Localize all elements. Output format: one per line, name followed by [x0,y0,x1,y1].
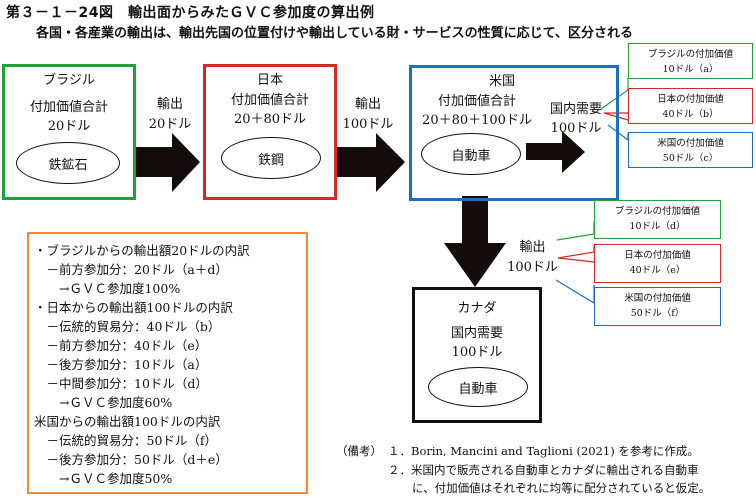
footer-note-2: ２．米国内で販売される自動車とカナダに輸出される自動車 [388,463,699,477]
callout-title: 日本の付加価値 [657,94,724,105]
brazil-product: 鉄鉱石 [16,142,120,184]
callout-title: 米国の付加価値 [657,138,724,149]
footer-note-2-cont: に、付加価値はそれぞれに均等に配分されていると仮定。 [412,481,711,495]
note-line: －前方参加分：20ドル（a＋d） [34,262,228,277]
canada-product: 自動車 [428,367,528,407]
callout-title: ブラジルの付加価値 [647,49,734,60]
callout-japan-va-b: 日本の付加価値 40ドル（b） [628,88,753,124]
canada-value: 100ドル [451,345,503,360]
callout-value: 40ドル（e） [629,265,686,276]
callout-pointer-us-export [555,279,595,305]
breakdown-notes: ・ブラジルからの輸出額20ドルの内訳 －前方参加分：20ドル（a＋d） →ＧＶＣ… [27,232,308,494]
callout-pointer-japan-export [557,245,595,263]
us-product: 自動車 [421,133,521,175]
callout-pointer-brazil-export [556,222,595,241]
callout-value: 50ドル（c） [662,153,719,164]
arrow-brazil-to-japan [122,133,200,192]
note-line: 米国からの輸出額100ドルの内訳 [34,414,221,429]
japan-va-value: 20＋80ドル [233,112,307,127]
arrow-us-domestic [526,131,585,173]
note-line: →ＧＶＣ参加度100% [34,281,181,296]
callout-value: 50ドル（f） [630,308,685,319]
note-line: →ＧＶＣ参加度50% [34,471,173,486]
callout-value: 10ドル（a） [662,64,719,75]
brazil-name: ブラジル [43,73,95,88]
callout-title: 日本の付加価値 [624,250,691,261]
arrow-japan-us-value: 100ドル [342,117,394,132]
callout-value: 40ドル（b） [662,109,719,120]
figure-title: 第３－１－24図 輸出面からみたＧＶＣ参加度の算出例 [6,5,375,21]
us-name: 米国 [488,74,515,89]
japan-va-label: 付加価値合計 [230,93,309,108]
note-line: ・ブラジルからの輸出額20ドルの内訳 [34,243,250,258]
arrow-us-canada-value: 100ドル [507,260,558,275]
callout-us-va-f: 米国の付加価値 50ドル（f） [594,287,721,326]
us-va-value: 20＋80＋100ドル [422,113,532,128]
callout-brazil-va-d: ブラジルの付加価値 10ドル（d） [594,200,721,239]
canada-name: カナダ [457,301,497,316]
note-line: ・日本からの輸出額100ドルの内訳 [34,300,233,315]
note-line: －中間参加分：10ドル（d） [34,376,208,391]
note-line: －伝統的貿易分：40ドル（b） [34,319,221,334]
node-japan: 日本 付加価値合計 20＋80ドル 鉄鋼 [203,64,337,200]
us-va-label: 付加価値合計 [437,94,516,109]
brazil-va-value: 20ドル [47,119,91,134]
node-canada: カナダ 国内需要 100ドル 自動車 [412,287,542,423]
callout-japan-va-e: 日本の付加価値 40ドル（e） [594,244,721,283]
us-domestic-label: 国内需要 [549,102,602,117]
callout-title: ブラジルの付加価値 [614,206,701,217]
arrow-us-to-canada [444,196,506,287]
figure-subtitle: 各国・各産業の輸出は、輸出先国の位置付けや輸出している財・サービスの性質に応じて… [36,26,633,41]
footer-label: （備考） [336,444,382,458]
arrow-brazil-japan-label: 輸出 [156,97,183,112]
arrow-brazil-japan-value: 20ドル [148,117,192,132]
node-brazil: ブラジル 付加価値合計 20ドル 鉄鉱石 [2,64,136,200]
callout-title: 米国の付加価値 [624,293,691,304]
callout-us-va-c: 米国の付加価値 50ドル（c） [628,132,753,168]
us-domestic-value: 100ドル [550,121,602,136]
note-line: －前方参加分：40ドル（e） [34,338,208,353]
note-line: －後方参加分：10ドル（a） [34,357,208,372]
arrow-us-canada-label: 輸出 [519,240,546,255]
note-line: →ＧＶＣ参加度60% [34,395,173,410]
canada-label: 国内需要 [450,326,503,341]
note-line: －伝統的貿易分：50ドル（f） [34,433,218,448]
brazil-va-label: 付加価値合計 [29,100,108,115]
footer-note-1: １．Borin, Mancini and Taglioni (2021) を参考… [388,444,699,458]
callout-brazil-va-a: ブラジルの付加価値 10ドル（a） [628,43,753,79]
node-us: 米国 付加価値合計 20＋80＋100ドル 自動車 国内需要 100ドル [409,65,619,201]
japan-name: 日本 [256,73,283,88]
arrow-japan-us-label: 輸出 [354,97,381,112]
arrow-japan-to-us [326,133,405,192]
japan-product: 鉄鋼 [221,137,321,179]
note-line: －後方参加分：50ドル（d＋e） [34,452,228,467]
callout-value: 10ドル（d） [629,221,686,232]
